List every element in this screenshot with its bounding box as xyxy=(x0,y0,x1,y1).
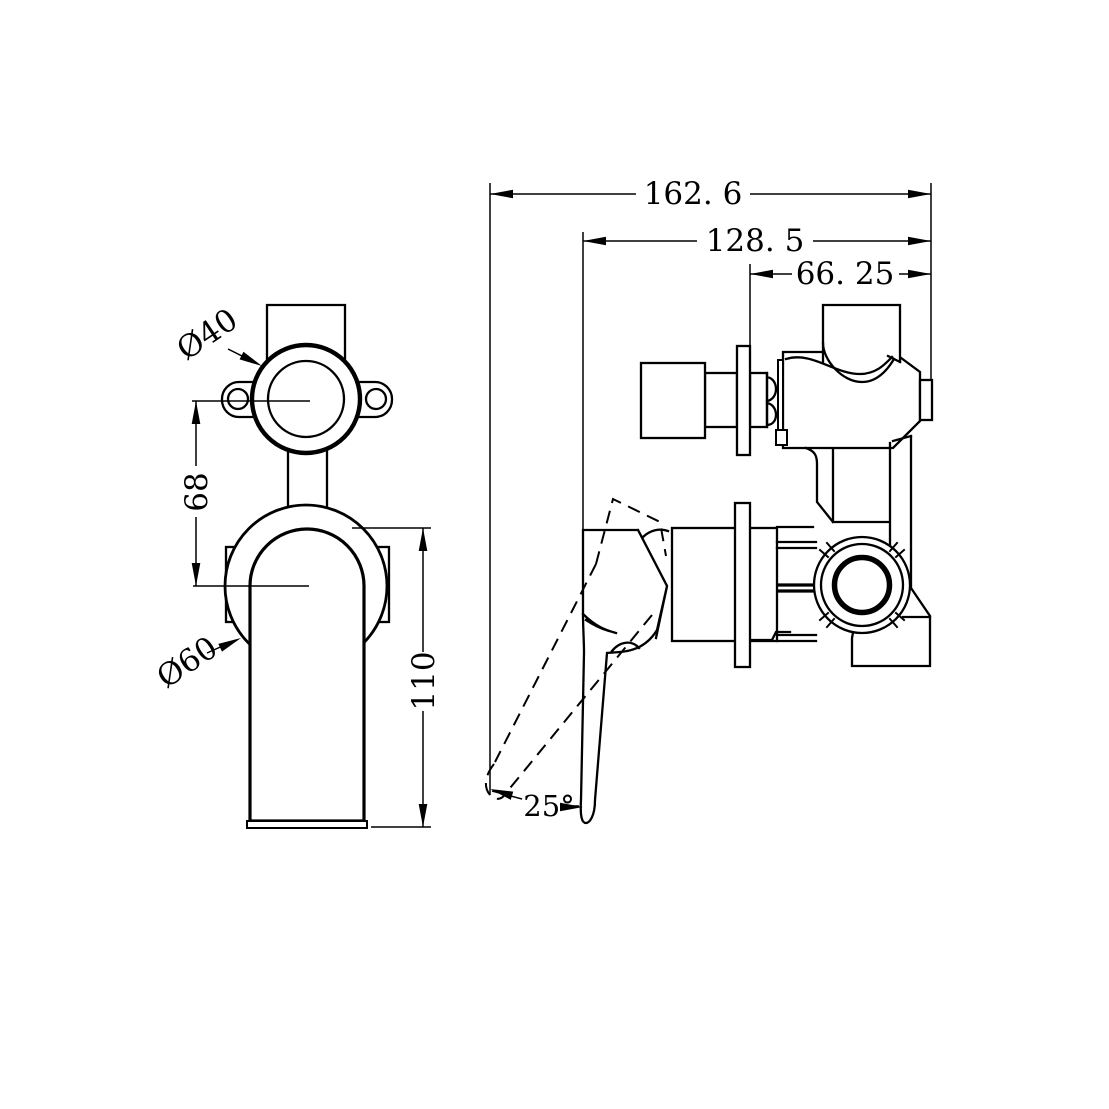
angle-annotation: 25° xyxy=(488,784,583,823)
mixer-cartridge-body xyxy=(670,526,779,643)
diverter-body xyxy=(781,350,922,450)
front-top-port-inner xyxy=(266,359,346,439)
dim-label-162-6: 162. 6 xyxy=(644,176,743,212)
diverter-body-collar xyxy=(777,359,784,441)
front-view: 68 110 Ø40 Ø60 xyxy=(150,302,442,829)
dim-label-66-25: 66. 25 xyxy=(796,256,895,292)
outlet-ring-notches xyxy=(818,541,906,629)
diverter-endcap xyxy=(918,378,934,422)
mixer-handle-side xyxy=(579,528,669,825)
front-handle-endcap xyxy=(246,820,368,829)
handle-pivot-dome xyxy=(610,641,641,653)
connecting-elbow xyxy=(804,434,913,590)
dim-label-dia60: Ø60 xyxy=(150,630,224,696)
front-top-pipe xyxy=(265,303,347,366)
extension-lines xyxy=(489,183,932,795)
handle-spout-lip xyxy=(581,612,618,635)
diverter-adapter xyxy=(765,371,778,429)
dim-label-110: 110 xyxy=(406,651,442,710)
dimension-66-25: 66. 25 xyxy=(750,256,931,292)
diverter-flange xyxy=(735,344,752,457)
diverter-knob xyxy=(639,361,707,440)
mixer-body-steps xyxy=(748,525,815,642)
mixer-flange xyxy=(733,501,752,669)
mixer-rods-center xyxy=(777,583,816,593)
top-pipe-fill xyxy=(824,306,899,360)
label-dia40: Ø40 xyxy=(170,302,264,370)
side-view: 25° 162. 6 128. 5 66. 25 xyxy=(484,176,934,825)
front-handle xyxy=(248,527,366,823)
label-dia60: Ø60 xyxy=(150,630,243,696)
front-right-lug-hole xyxy=(364,387,388,411)
outlet-ring-outer xyxy=(812,535,912,635)
dim-label-68: 68 xyxy=(179,472,215,511)
diverter-stem2 xyxy=(748,371,769,429)
front-neck xyxy=(286,442,329,518)
dimension-110: 110 xyxy=(352,527,442,828)
mixer-assembly: 25° xyxy=(484,497,932,825)
outlet-ring-bold xyxy=(831,554,893,616)
dim-label-dia40: Ø40 xyxy=(170,302,244,368)
dimension-68: 68 xyxy=(179,401,215,586)
front-left-lug-hole xyxy=(226,387,250,411)
outlet-ring-mid xyxy=(819,542,905,628)
body-saddle-curve-2 xyxy=(821,341,896,384)
dimension-162-6: 162. 6 xyxy=(490,176,931,212)
dim-label-25deg: 25° xyxy=(523,789,574,823)
diverter-assembly xyxy=(639,303,934,590)
diverter-stem xyxy=(703,371,739,429)
dim-label-128-5: 128. 5 xyxy=(706,223,805,259)
body-bevel-tick xyxy=(886,354,902,364)
handle-rotated-phantom xyxy=(484,497,667,800)
dimension-128-5: 128. 5 xyxy=(583,223,931,259)
top-pipe xyxy=(821,303,902,364)
mixer-rods xyxy=(775,540,818,643)
body-saddle-curve-1 xyxy=(784,355,894,376)
diverter-body-step xyxy=(775,429,788,446)
front-centerlines xyxy=(192,400,310,587)
